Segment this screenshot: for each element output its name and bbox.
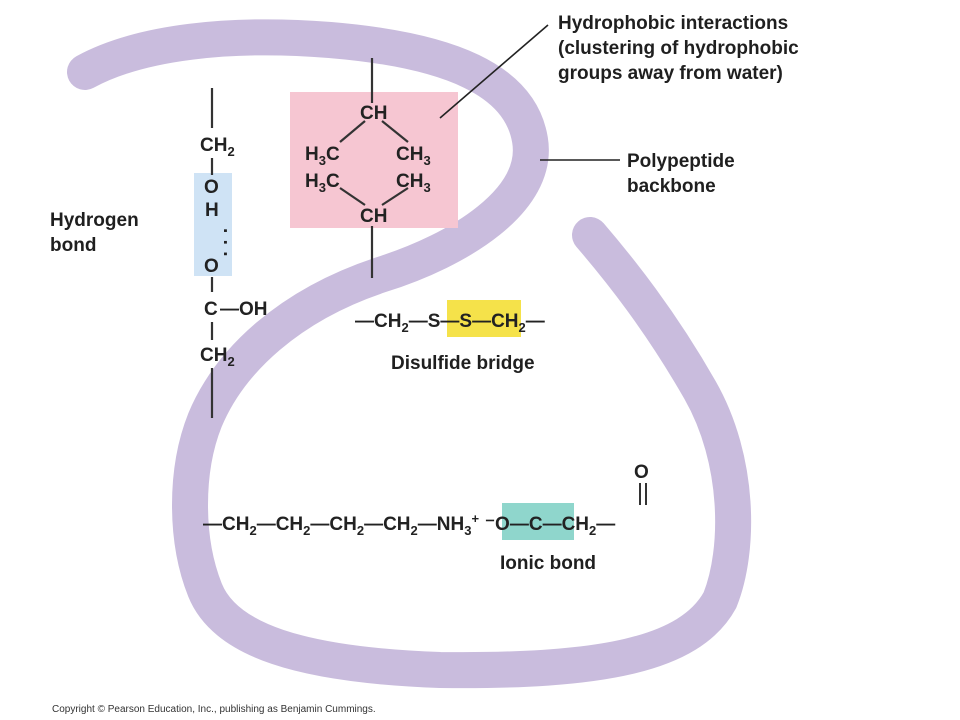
hydrogen-c: C <box>204 299 218 320</box>
hydrophobic-group-box <box>290 92 458 228</box>
hydrophobic-line-2: (clustering of hydrophobic <box>558 38 799 59</box>
hydrophobic-pointer-line <box>439 24 549 119</box>
hydrophobic-h3c-upper: H3C <box>305 144 340 168</box>
polypeptide-backbone <box>67 19 752 689</box>
disulfide-label: Disulfide bridge <box>391 353 535 374</box>
hydrophobic-ch-bottom: CH <box>360 206 387 227</box>
backbone-label-line-1: Polypeptide <box>627 151 735 172</box>
hydrogen-ch2-top: CH2 <box>200 135 235 159</box>
ionic-o-top: O <box>634 462 649 483</box>
hydrogen-oh: —OH <box>220 299 268 320</box>
ionic-label: Ionic bond <box>500 553 596 574</box>
copyright-text: Copyright © Pearson Education, Inc., pub… <box>52 704 376 715</box>
hydrophobic-bond-lines <box>339 58 409 278</box>
hydrophobic-ch-top: CH <box>360 103 387 124</box>
hydrophobic-line-3: groups away from water) <box>558 63 783 84</box>
hydrogen-bond-box <box>194 173 232 276</box>
ionic-box <box>502 503 574 540</box>
hydrogen-ch2-bottom: CH2 <box>200 345 235 369</box>
hydrogen-label-line-1: Hydrogen <box>50 210 139 231</box>
backbone-label-line-2: backbone <box>627 176 716 197</box>
hydrogen-dots: · · · <box>214 228 235 258</box>
disulfide-chain: —CH2—S—S—CH2— <box>355 311 545 335</box>
hydrogen-h: H <box>205 200 219 221</box>
hydrogen-o-lower: O <box>204 256 219 277</box>
hydrophobic-h3c-lower: H3C <box>305 171 340 195</box>
hydrophobic-ch3-upper: CH3 <box>396 144 431 168</box>
disulfide-box <box>447 300 521 337</box>
hydrogen-label-line-2: bond <box>50 235 96 256</box>
hydrophobic-ch3-lower: CH3 <box>396 171 431 195</box>
ionic-chain: —CH2—CH2—CH2—CH2—NH3+⁻O—C—CH2— <box>203 511 615 538</box>
hydrogen-o-upper: O <box>204 177 219 198</box>
hydrophobic-title: Hydrophobic interactions <box>558 13 788 34</box>
